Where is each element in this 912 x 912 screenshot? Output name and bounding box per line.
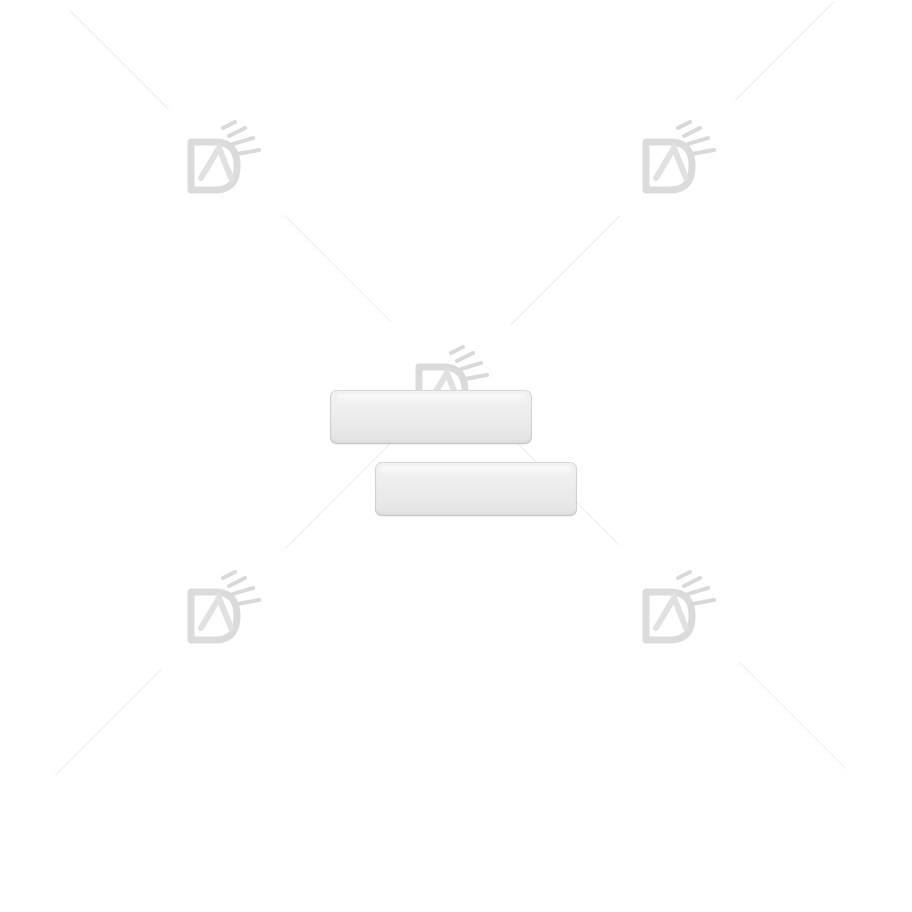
watermark-line [284,215,392,322]
watermark-line [69,10,169,110]
watermark-logo-icon [642,570,716,644]
watermark-line [739,662,847,769]
product-strip-lower [375,462,577,516]
watermark-logo-icon [642,120,716,194]
watermark-line [55,668,162,776]
watermark-line [510,215,621,326]
watermark-logo-icon [187,120,261,194]
product-strip-upper [330,390,532,444]
watermark-logo-icon [187,570,261,644]
watermark-line [735,1,835,101]
